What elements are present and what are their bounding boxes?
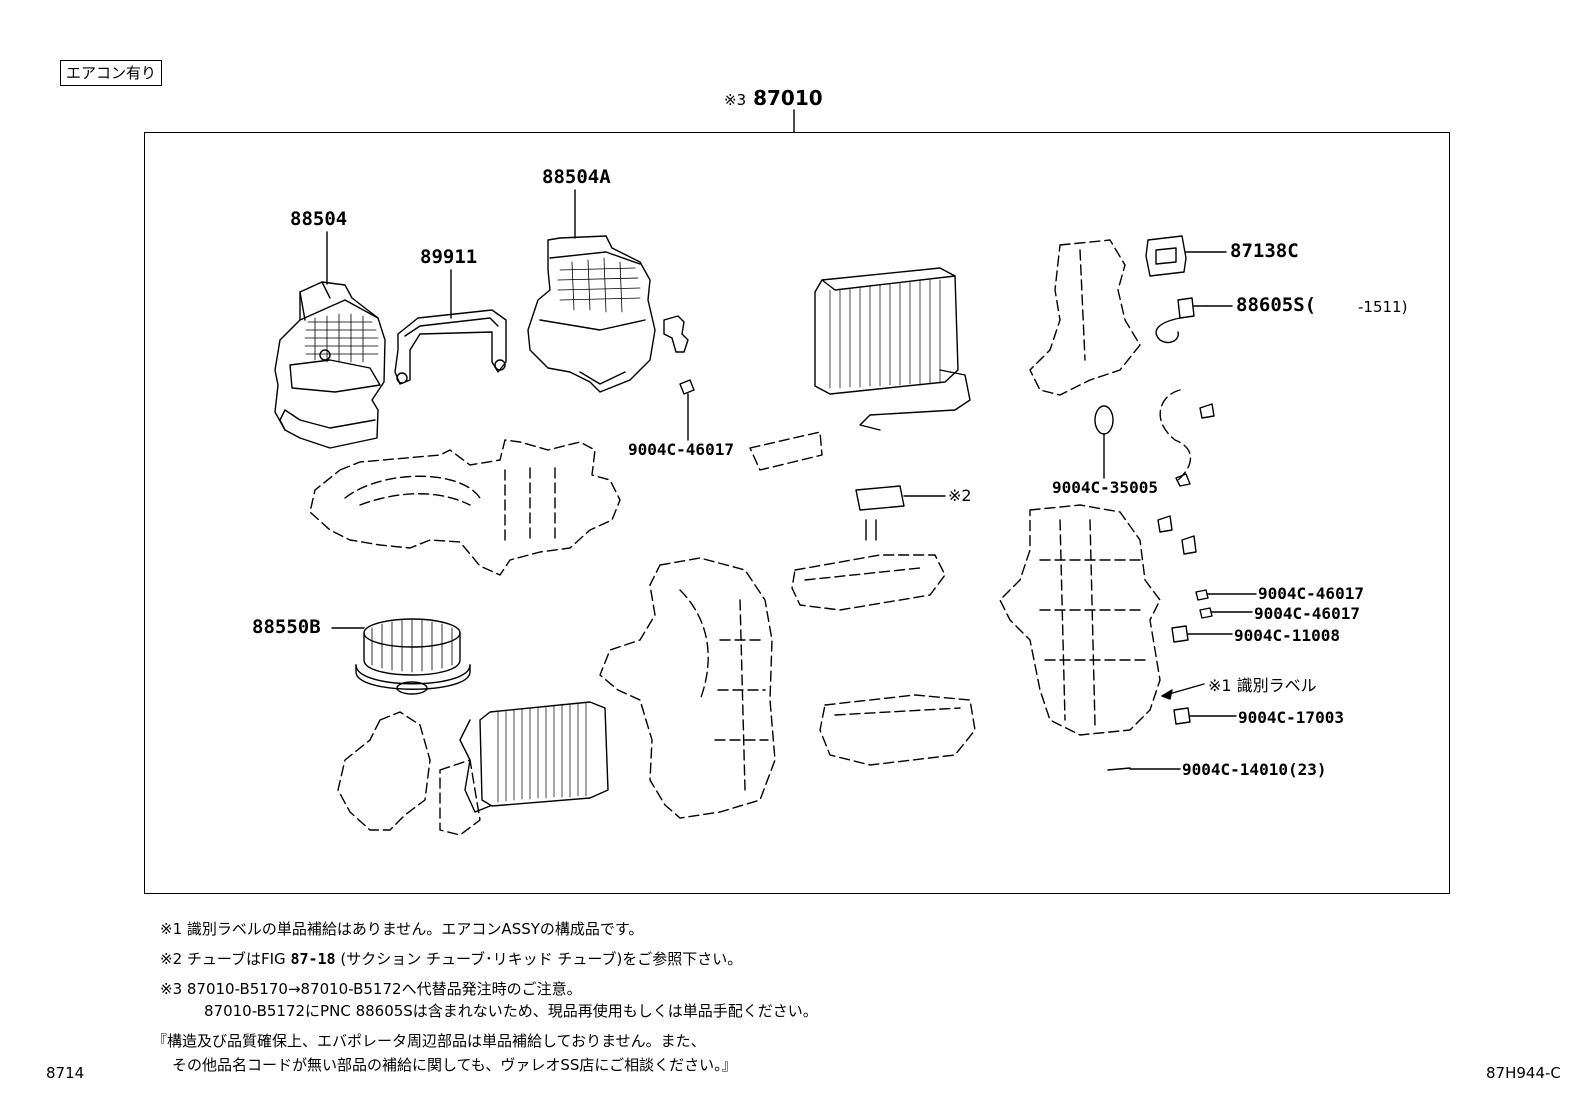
note-3-line-1: ※3 87010-B5170→87010-B5172へ代替品発注時のご注意。 [160, 980, 582, 998]
page-code: 8714 [46, 1064, 85, 1082]
evaporator-drawing [814, 267, 971, 431]
part-label-9004c-17003[interactable]: 9004C-17003 [1238, 708, 1344, 727]
note-4-line-2: その他品名コードが無い部品の補給に関しても、ヴァレオSS店にご相談ください。』 [172, 1056, 737, 1074]
note-1: ※1 識別ラベルの単品補給はありません。エアコンASSYの構成品です。 [160, 920, 644, 938]
blower-motor-drawing [355, 618, 471, 695]
center-heater-case-drawing [599, 557, 776, 819]
right-upper-duct-drawing [1029, 239, 1141, 396]
part-label-9004c-46017-c[interactable]: 9004C-46017 [1254, 604, 1360, 623]
figure-code: 87H944-C [1486, 1064, 1561, 1082]
servo-clip-drawing [663, 315, 695, 395]
plate-drawing [1145, 235, 1187, 277]
note-3-line-2: 87010-B5172にPNC 88605Sは含まれないため、現品再使用もしくは… [204, 1002, 818, 1020]
upper-blower-case-drawing [274, 281, 386, 449]
part-label-9004c-35005[interactable]: 9004C-35005 [1052, 478, 1158, 497]
note-4-line-1: 『構造及び品質確保上、エバポレータ周辺部品は単品補給しておりません。また、 [152, 1032, 706, 1050]
part-label-9004c-46017-a[interactable]: 9004C-46017 [628, 440, 734, 459]
part-label-88504a[interactable]: 88504A [542, 166, 611, 188]
sensor-drawing [1155, 297, 1207, 344]
right-side-clips-drawing [1107, 515, 1213, 771]
part-label-87138c[interactable]: 87138C [1230, 240, 1299, 262]
assembly-frame [144, 132, 1450, 894]
lower-blower-case-drawing [309, 439, 621, 576]
note-2: ※2 チューブはFIG 87-18 (サクション チューブ･リキッド チューブ)… [160, 948, 742, 969]
assembly-part-number: 87010 [753, 86, 823, 110]
left-heater-case-drawing [337, 711, 481, 836]
condition-label: エアコン有り [60, 60, 163, 86]
part-label-89911[interactable]: 89911 [420, 246, 478, 268]
note-2-fig-link[interactable]: 87-18 [290, 950, 336, 968]
tube-note-callout: ※2 [948, 486, 972, 505]
expansion-valve-drawing [855, 485, 905, 541]
part-label-9004c-46017-b[interactable]: 9004C-46017 [1258, 584, 1364, 603]
part-label-88550b[interactable]: 88550B [252, 616, 321, 638]
identification-label-callout: ※1 識別ラベル [1208, 676, 1317, 695]
assembly-part-label[interactable]: ※3 87010 [724, 86, 823, 110]
part-label-88605s[interactable]: 88605S( [1236, 294, 1317, 316]
mode-door-drawing [819, 694, 976, 766]
blend-door-drawing [791, 554, 946, 611]
part-range-88605s: -1511) [1358, 298, 1408, 316]
assembly-note-mark: ※3 [724, 91, 747, 109]
grommet-drawing [1094, 405, 1114, 435]
heater-core-drawing [459, 701, 609, 813]
part-label-9004c-14010[interactable]: 9004C-14010(23) [1182, 760, 1327, 779]
part-label-88504[interactable]: 88504 [290, 208, 348, 230]
right-lower-case-drawing [999, 504, 1161, 736]
part-label-9004c-11008[interactable]: 9004C-11008 [1234, 626, 1340, 645]
wire-harness-drawing [1159, 389, 1192, 481]
intake-case-drawing [527, 235, 656, 393]
note-2-prefix: ※2 チューブはFIG [160, 950, 291, 968]
note-2-suffix: (サクション チューブ･リキッド チューブ)をご参照下さい。 [335, 950, 743, 968]
bracket-drawing [394, 309, 507, 385]
damper-strip-drawing [749, 431, 823, 471]
